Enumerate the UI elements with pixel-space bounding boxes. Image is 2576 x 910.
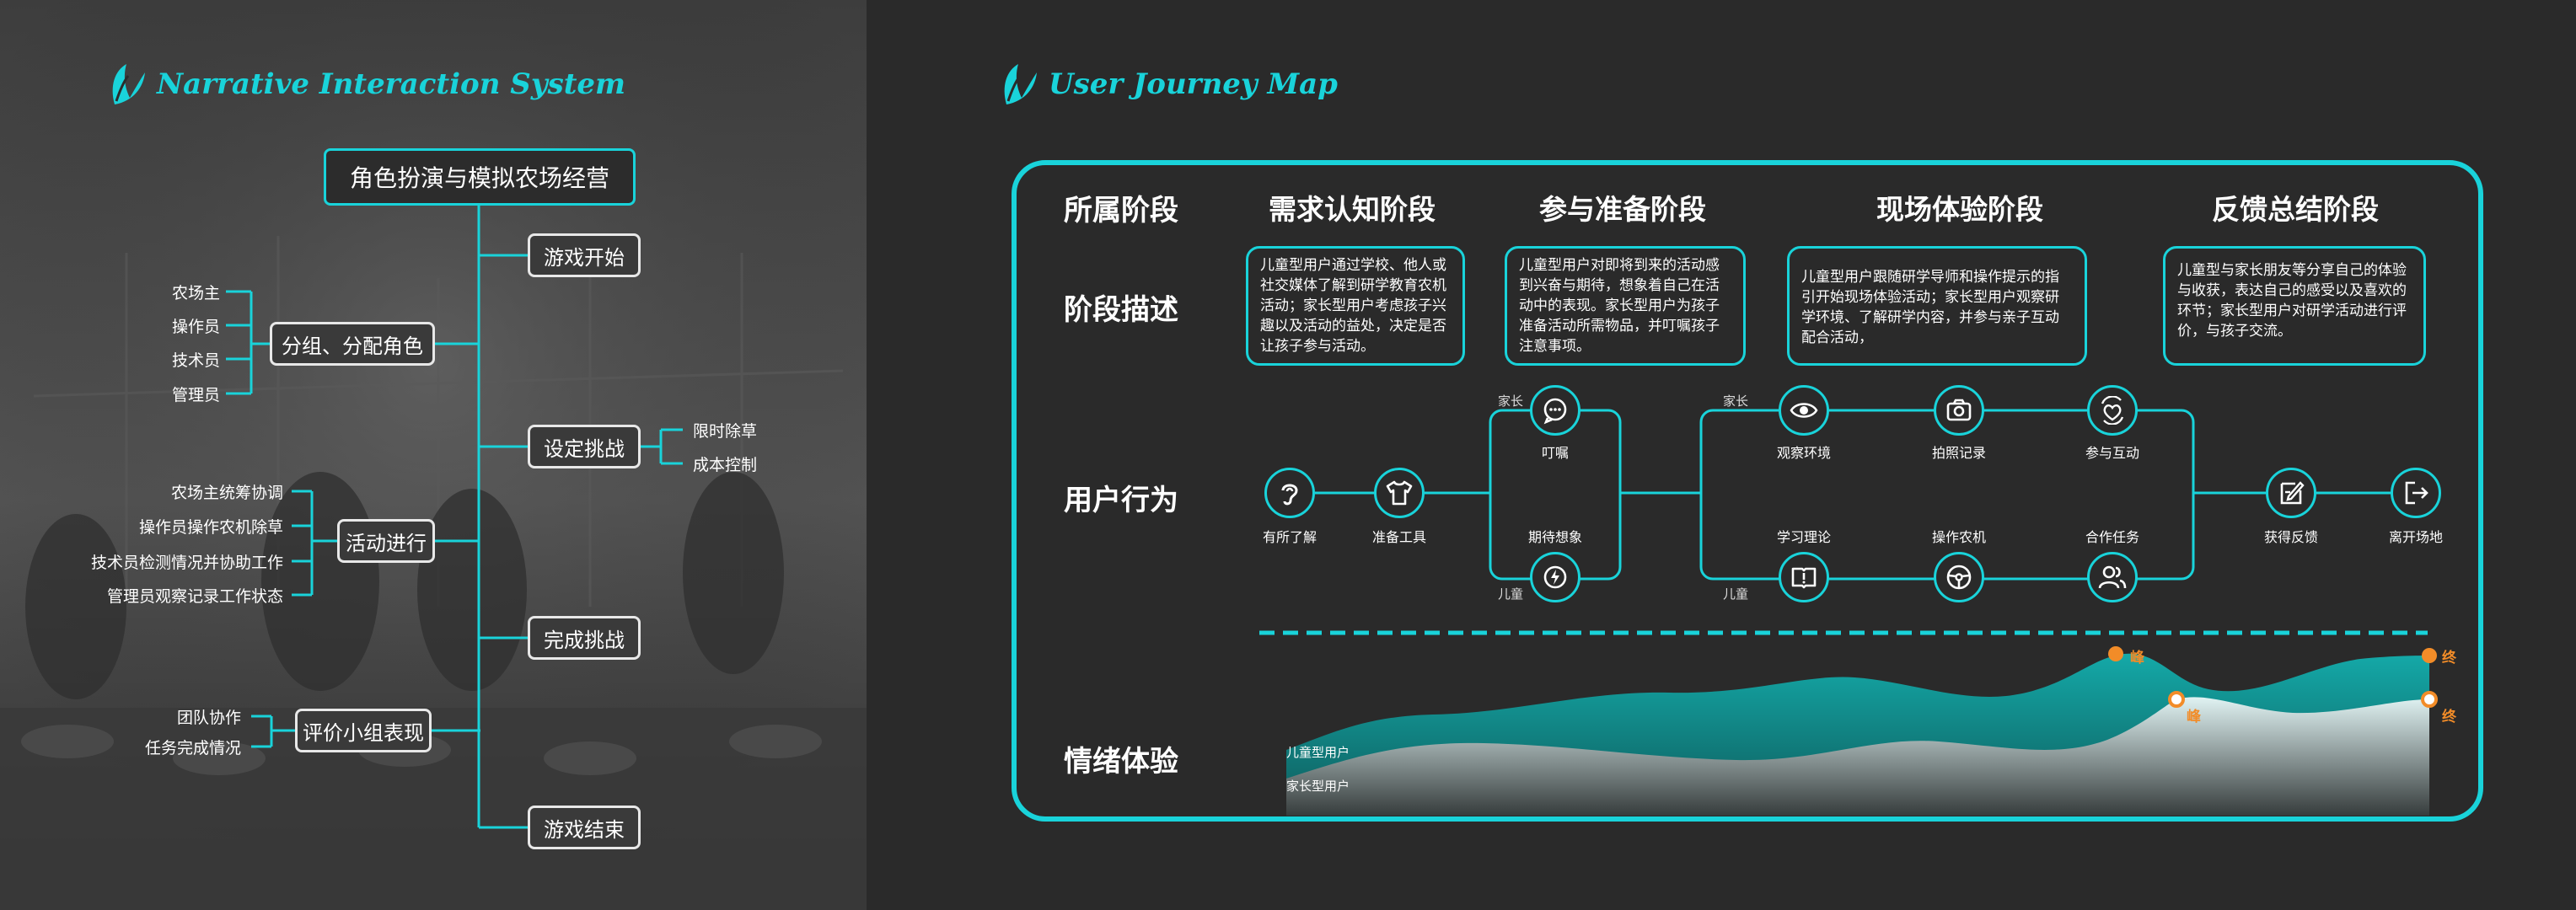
stage-desc-4: 儿童型与家长朋友等分享自己的体验与收获，表达自己的感受以及喜欢的环节；家长型用户… — [2163, 246, 2426, 366]
row-title-behavior: 用户行为 — [1064, 484, 1178, 517]
role-item: 农场主 — [172, 284, 221, 302]
parent-peak-marker — [2168, 691, 2185, 708]
action-label: 期待想象 — [1527, 529, 1583, 545]
tag-child: 儿童 — [1498, 586, 1524, 602]
stage-title-4: 反馈总结阶段 — [2212, 193, 2379, 226]
leaf-logo-icon — [1004, 64, 1037, 104]
row-title-desc: 阶段描述 — [1064, 293, 1178, 327]
interact-icon — [2101, 396, 2124, 425]
tag-parent: 家长 — [1723, 393, 1749, 409]
action-label: 离开场地 — [2388, 529, 2444, 545]
tag-parent: 家长 — [1498, 393, 1524, 409]
action-observe — [1779, 385, 1829, 436]
flow-connectors — [226, 206, 683, 829]
group-roles: 分组、分配角色 — [270, 322, 435, 366]
users-icon — [2098, 565, 2127, 589]
step-challenge: 设定挑战 — [528, 425, 641, 468]
action-label: 学习理论 — [1776, 529, 1832, 545]
stage-desc-3: 儿童型用户跟随研学导师和操作提示的指引开始现场体验活动；家长型用户观察研学环境、… — [1787, 246, 2087, 366]
action-label: 观察环境 — [1776, 445, 1832, 461]
action-remind — [1530, 385, 1580, 436]
action-operate — [1934, 552, 1984, 602]
journey-map-frame — [1012, 160, 2483, 822]
child-end-label: 终 — [2442, 650, 2456, 666]
action-tools — [1374, 468, 1425, 518]
role-item: 操作员 — [172, 318, 221, 336]
step-start: 游戏开始 — [528, 233, 641, 277]
action-label: 有所了解 — [1262, 529, 1318, 545]
brand-journey: User Journey Map — [1000, 61, 1338, 108]
role-item: 管理员 — [172, 386, 221, 404]
challenge-item: 成本控制 — [693, 456, 758, 474]
action-cooperate — [2087, 552, 2138, 602]
root-node: 角色扮演与模拟农场经营 — [324, 148, 636, 206]
lightbulb-icon — [1543, 565, 1567, 589]
parent-end-label: 终 — [2442, 709, 2456, 725]
activity-item: 管理员观察记录工作状态 — [106, 587, 283, 606]
child-peak-marker — [2108, 646, 2123, 661]
stage-title-3: 现场体验阶段 — [1876, 193, 2043, 226]
action-label: 获得反馈 — [2263, 529, 2319, 545]
group-evaluate: 评价小组表现 — [295, 709, 432, 752]
challenge-item: 限时除草 — [693, 422, 758, 441]
activity-item: 农场主统筹协调 — [170, 484, 283, 502]
action-label: 准备工具 — [1371, 529, 1427, 545]
leaf-logo-icon — [112, 64, 145, 104]
brand-journey-text: User Journey Map — [1049, 67, 1338, 101]
feedback-icon — [2280, 481, 2305, 505]
action-label: 合作任务 — [2085, 529, 2140, 545]
activity-item: 操作员操作农机除草 — [138, 518, 283, 537]
child-peak-label: 峰 — [2130, 650, 2144, 666]
camera-icon — [1946, 399, 1972, 421]
action-exit — [2391, 468, 2441, 518]
role-item: 技术员 — [172, 351, 221, 370]
steering-wheel-icon — [1946, 565, 1972, 590]
evaluate-item: 团队协作 — [176, 709, 241, 727]
child-end-marker — [2422, 648, 2437, 663]
book-icon — [1791, 567, 1817, 589]
action-label: 叮嘱 — [1541, 445, 1570, 461]
action-photo — [1934, 385, 1984, 436]
action-feedback — [2266, 468, 2316, 518]
step-finish: 完成挑战 — [528, 616, 641, 660]
stage-desc-1: 儿童型用户通过学校、他人或社交媒体了解到研学教育农机活动；家长型用户考虑孩子兴趣… — [1246, 246, 1465, 366]
action-interact — [2087, 385, 2138, 436]
parent-emotion-area — [1286, 697, 2429, 816]
parent-series-label: 家长型用户 — [1286, 779, 1350, 794]
stage-title-2: 参与准备阶段 — [1539, 193, 1706, 226]
action-imagine — [1530, 552, 1580, 602]
parent-end-marker — [2421, 691, 2438, 708]
tag-child: 儿童 — [1723, 586, 1749, 602]
chat-icon — [1543, 398, 1567, 425]
child-series-label: 儿童型用户 — [1286, 745, 1350, 760]
action-ear — [1264, 468, 1315, 518]
row-title-emotion: 情绪体验 — [1064, 745, 1178, 779]
activity-item: 技术员检测情况并协助工作 — [90, 554, 283, 572]
tshirt-icon — [1386, 480, 1413, 506]
action-label: 操作农机 — [1931, 529, 1987, 545]
eye-icon — [1790, 403, 1818, 418]
action-label: 拍照记录 — [1931, 445, 1987, 461]
group-activity: 活动进行 — [337, 519, 435, 563]
exit-icon — [2405, 481, 2428, 505]
parent-peak-label: 峰 — [2187, 709, 2201, 725]
ear-icon — [1281, 484, 1298, 506]
step-end: 游戏结束 — [528, 806, 641, 849]
evaluate-item: 任务完成情况 — [144, 739, 241, 757]
row-title-stage: 所属阶段 — [1064, 194, 1178, 228]
action-label: 参与互动 — [2085, 445, 2140, 461]
stage-desc-2: 儿童型用户对即将到来的活动感到兴奋与期待，想象着自己在活动中的表现。家长型用户为… — [1505, 246, 1746, 366]
brand-narrative: Narrative Interaction System — [108, 61, 625, 108]
narrative-panel: Narrative Interaction System — [0, 0, 867, 910]
stage-title-1: 需求认知阶段 — [1269, 193, 1436, 226]
brand-narrative-text: Narrative Interaction System — [157, 67, 626, 101]
action-theory — [1779, 552, 1829, 602]
